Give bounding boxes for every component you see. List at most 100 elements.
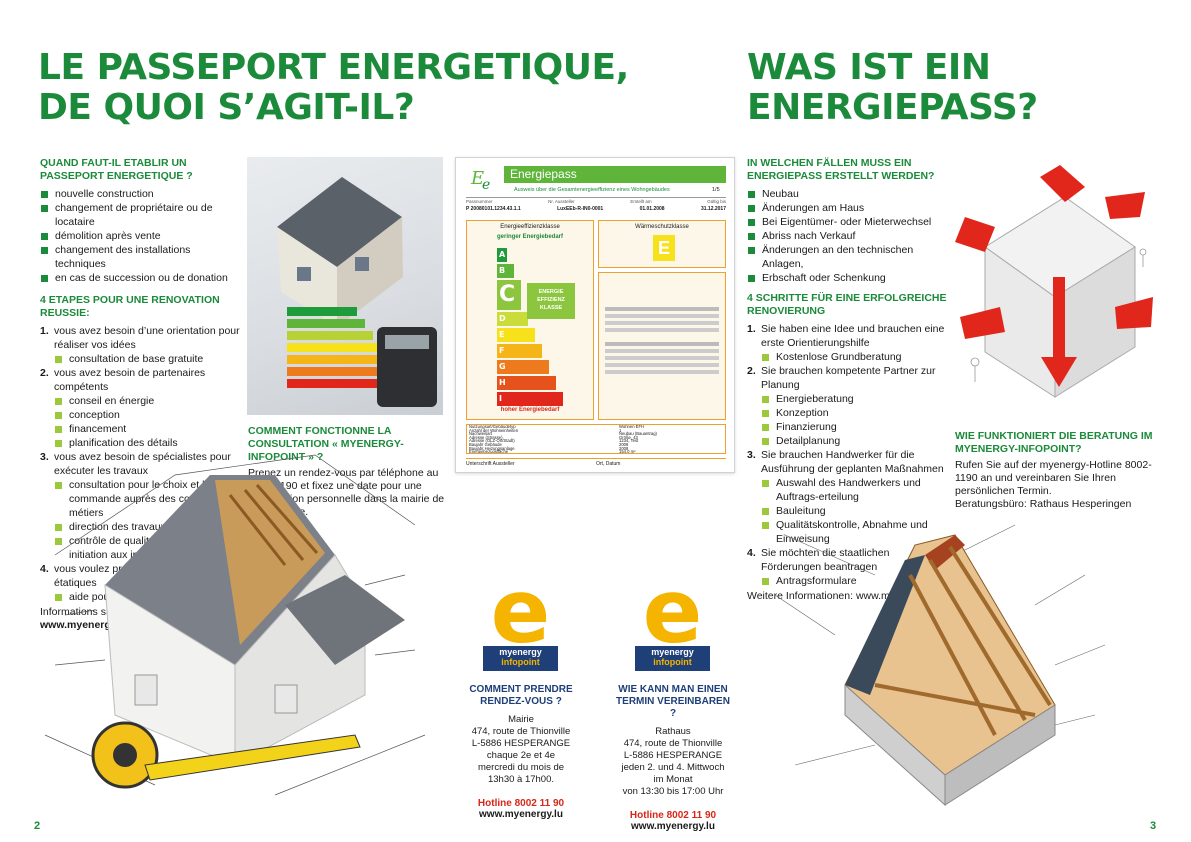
left-text-column: QUAND FAUT-IL ETABLIR UN PASSEPORT ENERG… bbox=[40, 157, 240, 632]
infopoint-block-fr: COMMENT PRENDRE RENDEZ-VOUS ? Mairie 474… bbox=[462, 684, 580, 820]
low-demand-label: geringer Energiebedarf bbox=[496, 234, 564, 240]
house-construction-sketch-left bbox=[35, 435, 435, 815]
schedule-fr: chaque 2e et 4e bbox=[486, 750, 556, 761]
detail-value: 1 bbox=[619, 427, 622, 433]
detail-value: Neubau (Bauantrag) bbox=[619, 431, 657, 437]
detail-label: Baujahr Heizungsanlage bbox=[469, 445, 515, 451]
detail-label: Nutzungsart/Gebäudetyp bbox=[469, 424, 516, 429]
city-de: L-5886 HESPERANGE bbox=[623, 750, 723, 761]
list-item: Änderungen an den technischen Anlagen, bbox=[747, 243, 947, 271]
detail-value: Wohnen EFH bbox=[619, 424, 645, 429]
list-item: financement bbox=[54, 422, 240, 436]
detail-label: Adresse (OLZ-Ort/Stadt) bbox=[469, 438, 515, 444]
more-info-link-fr[interactable]: www.myenergy.lu bbox=[40, 619, 129, 631]
list-item: Neubau bbox=[747, 187, 947, 201]
infopoint-block-de: WIE KANN MAN EINEN TERMIN VEREINBAREN ? … bbox=[612, 684, 734, 832]
list-item: changement des installations techniques bbox=[40, 243, 240, 271]
roof-cross-section-sketch bbox=[755, 515, 1155, 815]
schedule-de: jeden 2. und 4. Mittwoch bbox=[621, 762, 725, 773]
list-item: Auswahl des Handwerkers und Auftrags-ert… bbox=[761, 476, 947, 504]
schedule-fr: 13h30 à 17h00. bbox=[487, 774, 555, 785]
detail-row: Nutzungsart/Gebäudetyp Wohnen EFH bbox=[467, 425, 725, 429]
consult-text-de: Rufen Sie auf der myenergy-Hotline 8002-… bbox=[955, 459, 1152, 497]
list-item: consultation de base gratuite bbox=[54, 352, 240, 366]
detail-row: Adresse (OLZ-Ort/Stadt) 1234, Test bbox=[467, 439, 725, 443]
detail-value: 2008 bbox=[619, 445, 629, 451]
svg-text:e: e bbox=[491, 576, 551, 663]
schedule-de: im Monat bbox=[653, 774, 693, 785]
detail-label: Baujahr Gebäude bbox=[469, 441, 502, 447]
signature-row: Unterschrift Aussteller Ort, Datum bbox=[466, 458, 726, 467]
place-fr: Mairie bbox=[508, 714, 534, 725]
class-bar-e: E bbox=[497, 328, 535, 342]
schedule-fr: mercredi du mois de bbox=[477, 762, 565, 773]
step-item: 1.Sie haben eine Idee und brauchen eine … bbox=[747, 322, 947, 364]
list-item: changement de propriétaire ou de locatai… bbox=[40, 201, 240, 229]
detail-label: Anzahl der Wohneinheiten bbox=[469, 427, 519, 433]
efficiency-label: Energieeffizienzklasse bbox=[500, 224, 560, 230]
steps-heading-fr: 4 ETAPES POUR UNE RENOVATION REUSSIE: bbox=[40, 294, 220, 319]
url-fr[interactable]: www.myenergy.lu bbox=[479, 809, 563, 820]
detail-row: Baujahr Gebäude 2008 bbox=[467, 443, 725, 447]
appointment-heading-fr: COMMENT PRENDRE RENDEZ-VOUS ? bbox=[469, 684, 573, 707]
list-item: en cas de succession ou de donation bbox=[40, 271, 240, 285]
class-bar-h: H bbox=[497, 376, 556, 390]
when-list-fr: nouvelle construction changement de prop… bbox=[40, 187, 240, 285]
list-item: conseil en énergie bbox=[54, 394, 240, 408]
svg-text:e: e bbox=[643, 576, 703, 663]
svg-text:e: e bbox=[482, 177, 490, 193]
place-de: Rathaus bbox=[655, 726, 691, 737]
class-bar-c: C bbox=[497, 280, 521, 310]
detail-row: Anzahl der Wohneinheiten 1 bbox=[467, 427, 725, 433]
logo-top-text: myenergy bbox=[651, 647, 694, 657]
detail-row: Adresse (Strasse)Größe, 43 bbox=[467, 435, 725, 440]
list-item: consultation pour le choix et la command… bbox=[54, 478, 240, 520]
detail-label: Energiebezugsfläche bbox=[469, 449, 509, 454]
class-bar-d: D bbox=[497, 312, 528, 326]
high-demand-label: hoher Energiebedarf bbox=[500, 407, 560, 413]
logo-bottom-text: infopoint bbox=[653, 657, 692, 667]
list-item: Abriss nach Verkauf bbox=[747, 229, 947, 243]
schedule-de: von 13:30 bis 17:00 Uhr bbox=[622, 786, 724, 797]
consult-heading-de: WIE FUNKTIONIERT DIE BERATUNG IM MYENERG… bbox=[955, 430, 1153, 455]
city-fr: L-5886 HESPERANGE bbox=[471, 738, 571, 749]
list-item: démolition après vente bbox=[40, 229, 240, 243]
certificate-subtitle: Ausweis über die Gesamtenergieeffizienz … bbox=[514, 187, 670, 193]
address-fr: 474, route de Thionville bbox=[471, 726, 571, 737]
page-number-right: 3 bbox=[1150, 820, 1157, 832]
list-item: direction des travaux bbox=[54, 520, 240, 534]
list-item: Änderungen am Haus bbox=[747, 201, 947, 215]
when-list-de: Neubau Änderungen am Haus Bei Eigentümer… bbox=[747, 187, 947, 285]
hotline-de[interactable]: Hotline 8002 11 90 bbox=[629, 810, 717, 821]
list-item: Bauleitung bbox=[761, 504, 947, 518]
detail-value: 1234, Test bbox=[619, 438, 639, 444]
list-item: Qualitätskontrolle, Abnahme und Einweisu… bbox=[761, 518, 947, 546]
steps-list-de: 1.Sie haben eine Idee und brauchen eine … bbox=[747, 322, 947, 588]
detail-value: 2008 bbox=[619, 441, 629, 447]
logo-top-text: myenergy bbox=[499, 647, 542, 657]
detail-row: Baujahr Heizungsanlage 2008 bbox=[467, 445, 725, 451]
when-heading-fr: QUAND FAUT-IL ETABLIR UN PASSEPORT ENERG… bbox=[40, 157, 193, 182]
step-item: 1.vous avez besoin d’une orientation pou… bbox=[40, 325, 240, 366]
certificate-page: 1/5 bbox=[712, 187, 720, 193]
list-item: Erbschaft oder Schenkung bbox=[747, 271, 947, 285]
house-energy-label-photo bbox=[247, 157, 443, 415]
consult-office-de: Beratungsbüro: Rathaus Hesperingen bbox=[955, 498, 1132, 510]
class-bar-f: F bbox=[497, 344, 542, 358]
hotline-fr[interactable]: Hotline 8002 11 90 bbox=[477, 798, 565, 809]
url-de[interactable]: www.myenergy.lu bbox=[631, 821, 715, 832]
heat-class-box: Wärmeschutzklasse E bbox=[598, 220, 726, 268]
when-heading-de: IN WELCHEN FÄLLEN MUSS EIN ENERGIEPASS E… bbox=[747, 157, 935, 182]
page-number-left: 2 bbox=[34, 820, 41, 832]
heat-loss-house-illustration bbox=[955, 157, 1155, 417]
heat-class-label: Wärmeschutzklasse bbox=[635, 224, 689, 230]
